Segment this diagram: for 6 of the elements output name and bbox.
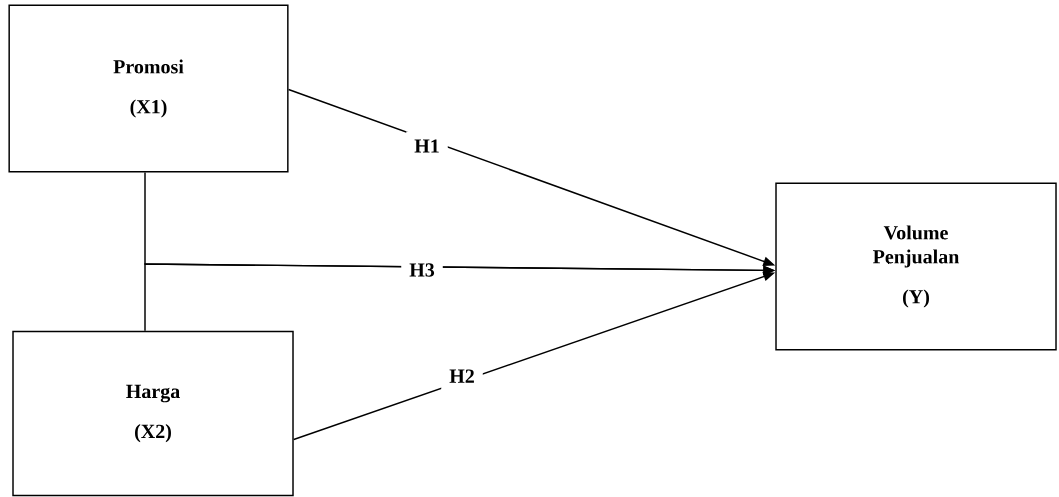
variable-box: Promosi (X1)	[8, 4, 289, 173]
edge-label: H1	[406, 131, 448, 161]
edge-label: H3	[401, 255, 443, 285]
variable-box: Harga (X2)	[12, 330, 294, 497]
variable-box: Volume Penjualan (Y)	[775, 182, 1057, 351]
edge-label: H2	[441, 361, 483, 391]
